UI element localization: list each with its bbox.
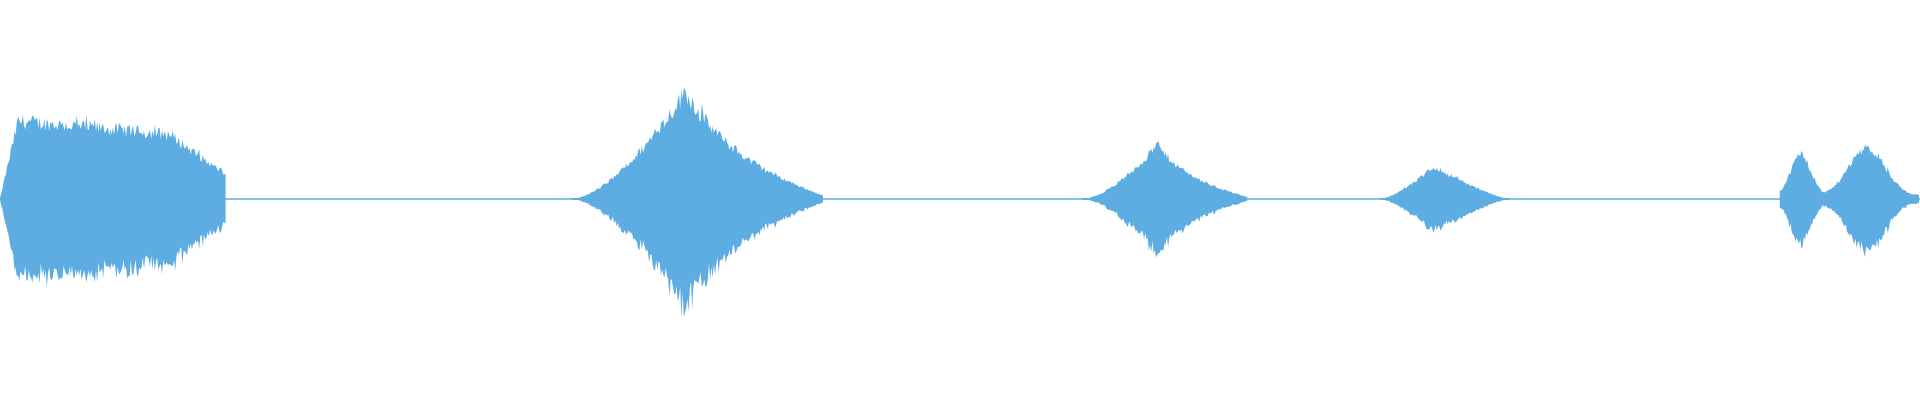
waveform-segment-3 [1082, 140, 1248, 258]
waveform-segment-4 [1380, 167, 1509, 233]
waveform-segment-2 [572, 88, 823, 319]
waveform-segment-5 [1779, 144, 1919, 257]
waveform-segments [0, 88, 1919, 319]
waveform-segment-1 [0, 114, 226, 288]
